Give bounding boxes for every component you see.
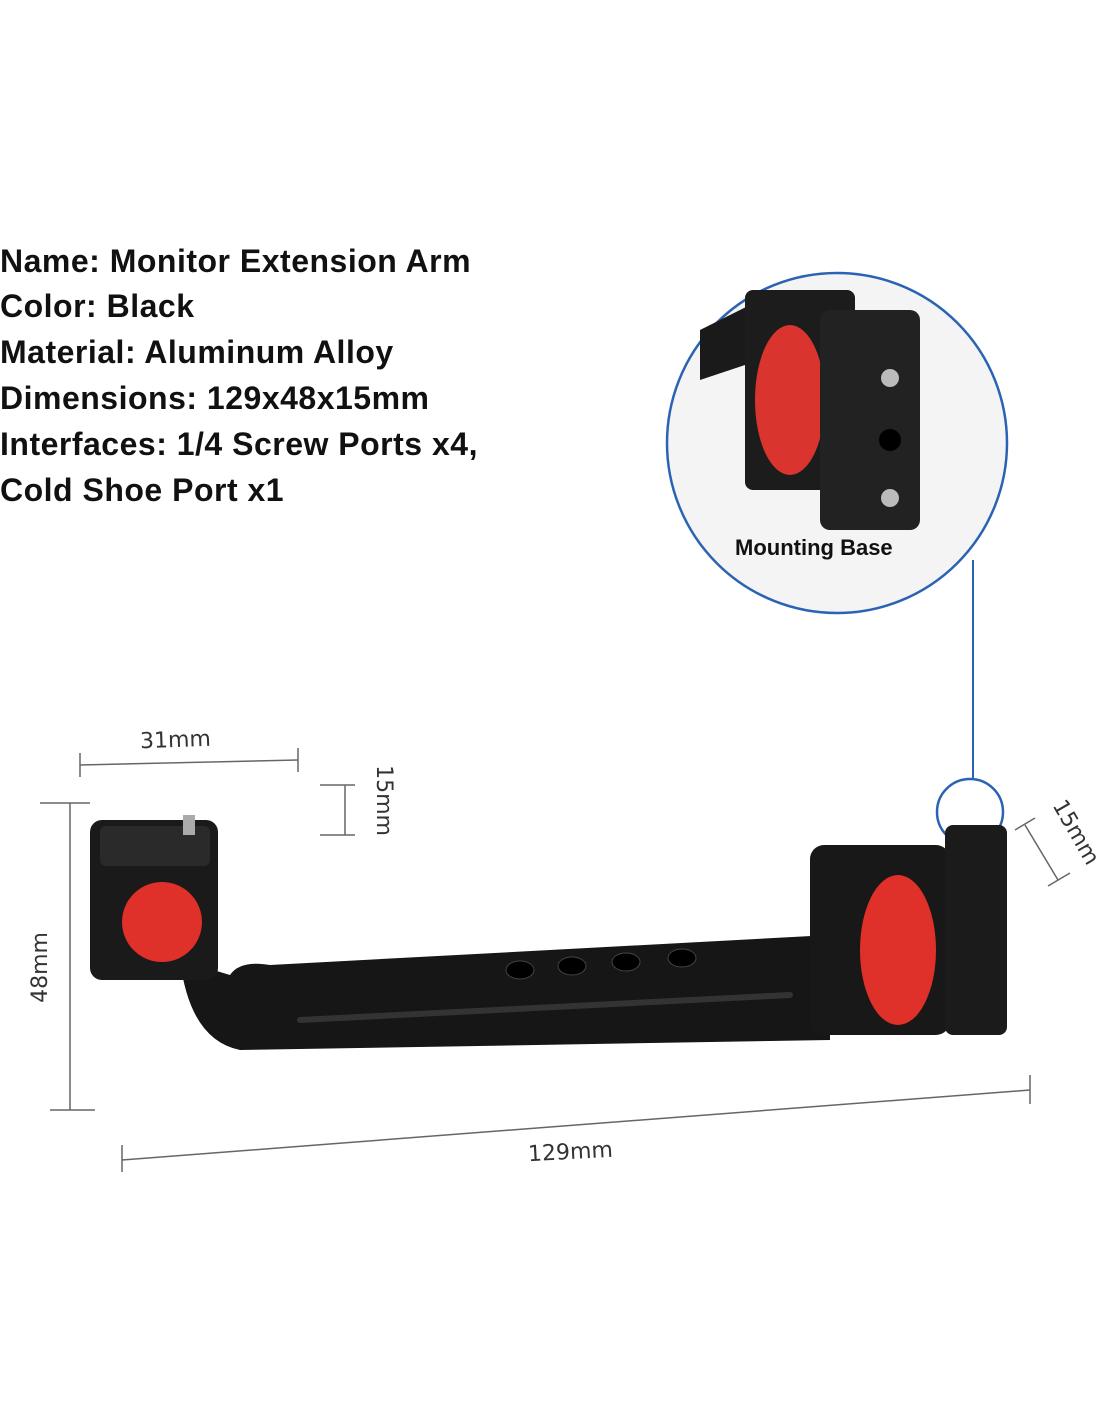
spec-interfaces: Interfaces: 1/4 Screw Ports x4,: [0, 426, 478, 462]
spec-material: Material: Aluminum Alloy: [0, 334, 394, 370]
spec-name: Name: Monitor Extension Arm: [0, 243, 472, 279]
dimension-length: 129mm: [527, 1137, 614, 1168]
dimension-height: 48mm: [27, 932, 53, 1003]
mounting-base-label: Mounting Base: [735, 535, 893, 560]
dimension-top-depth: 15mm: [370, 765, 396, 836]
extension-arm: [90, 815, 1007, 1050]
spec-interfaces-continued: Cold Shoe Port x1: [0, 472, 285, 508]
spec-dimensions: Dimensions: 129x48x15mm: [0, 380, 430, 416]
dimension-lines: [40, 748, 1071, 1172]
mounting-base-callout: [665, 271, 1009, 847]
spec-color: Color: Black: [0, 288, 195, 324]
dimension-top-width: 31mm: [139, 726, 212, 755]
